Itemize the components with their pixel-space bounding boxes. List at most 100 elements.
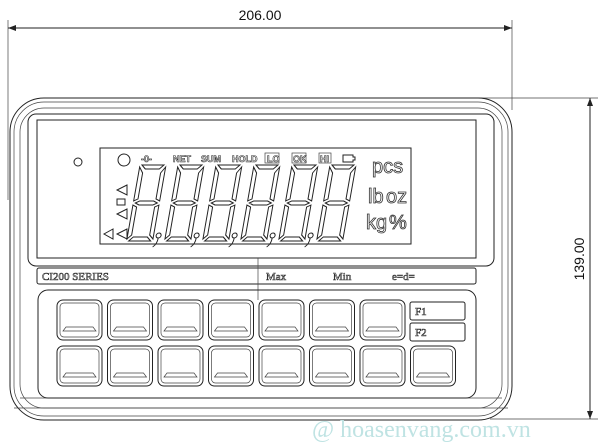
keypad-key[interactable] [107,299,153,341]
segment [269,165,281,202]
f2-key[interactable]: F2 [409,322,466,342]
height-value: 139.00 [571,237,587,280]
segment [164,204,176,241]
keypad-key[interactable] [107,345,153,387]
segment [140,164,166,170]
segment [178,164,204,170]
segment [301,204,312,241]
keypad-key[interactable] [258,345,305,387]
segment [193,165,205,202]
segment [307,165,319,202]
keypad-key[interactable] [309,299,355,341]
segment [127,236,152,242]
hold-annunciator: HOLD [232,154,258,164]
net-annunciator: NET [173,154,192,164]
keypad-key[interactable] [157,299,204,341]
keypad-key[interactable] [56,299,103,341]
keypad-key[interactable] [410,345,456,387]
segment [279,236,304,242]
segment [330,164,356,170]
triangle-icon [102,208,128,240]
keypad-key[interactable] [208,345,254,387]
segment [317,236,342,242]
segment [286,200,311,206]
model-label: CI200 SERIES [42,271,109,283]
segment [254,164,280,170]
segment [345,165,357,202]
side-markers [102,184,128,240]
keypad-key[interactable] [359,345,406,387]
segment [316,204,328,241]
max-label: Max [266,271,287,283]
unit-pcs: pcs [372,156,403,178]
segment [339,204,350,241]
digit [126,164,167,248]
segment [324,200,349,206]
segment [172,200,197,206]
segment [202,204,214,241]
decimal-comma [228,232,238,248]
segment [240,204,252,241]
label-strip [36,267,477,285]
keypad-key[interactable] [359,299,406,341]
decimal-comma [304,232,314,248]
segment [209,165,220,202]
keypad [37,289,477,399]
triangle-icon [115,184,128,196]
decimal-comma [152,232,162,248]
segment [126,204,138,241]
housing [9,97,513,421]
segment [133,165,144,202]
decimal-comma [266,232,276,248]
keypad-key[interactable] [208,299,254,341]
segment [134,200,159,206]
segment [285,165,296,202]
segment [225,204,236,241]
keypad-key[interactable] [258,299,305,341]
unit-percent: % [389,212,407,234]
digit [202,164,243,248]
keypad-key[interactable] [157,345,204,387]
watermark: @ hoasenvang.com.vn [312,417,531,442]
segment [165,236,190,242]
square-icon [116,198,126,206]
segment [248,200,273,206]
keypad-key[interactable] [56,345,103,387]
sum-annunciator: SUM [201,154,221,164]
decimal-comma [190,232,200,248]
ok-annunciator: OK [293,154,307,164]
e-d-label: e=d= [392,271,415,283]
segment [216,164,242,170]
keypad-key[interactable] [309,345,355,387]
segment [247,165,258,202]
segment [241,236,266,242]
digit [164,164,205,248]
width-value: 206.00 [239,7,282,23]
digit [316,164,357,242]
min-label: Min [333,271,352,283]
segment [263,204,274,241]
battery-icon [342,154,356,163]
indicator-led [73,157,83,167]
unit-lb: lb [368,186,384,208]
display-window [36,119,477,259]
segment [187,204,198,241]
digit [278,164,319,248]
stable-icon [117,153,131,167]
segment [149,204,160,241]
segment [278,204,290,241]
height-dimension: 139.00 [470,97,598,420]
f1-key[interactable]: F1 [409,301,466,321]
seven-segment-digits [126,164,357,248]
segment [171,165,182,202]
hi-annunciator: HI [320,154,329,164]
f1-label: F1 [415,306,427,318]
segment [231,165,243,202]
zero-annunciator: -0- [141,154,152,164]
unit-kg: kg [366,212,387,234]
segment [292,164,318,170]
width-dimension: 206.00 [7,7,513,200]
segment [203,236,228,242]
lo-annunciator: LO [267,154,280,164]
